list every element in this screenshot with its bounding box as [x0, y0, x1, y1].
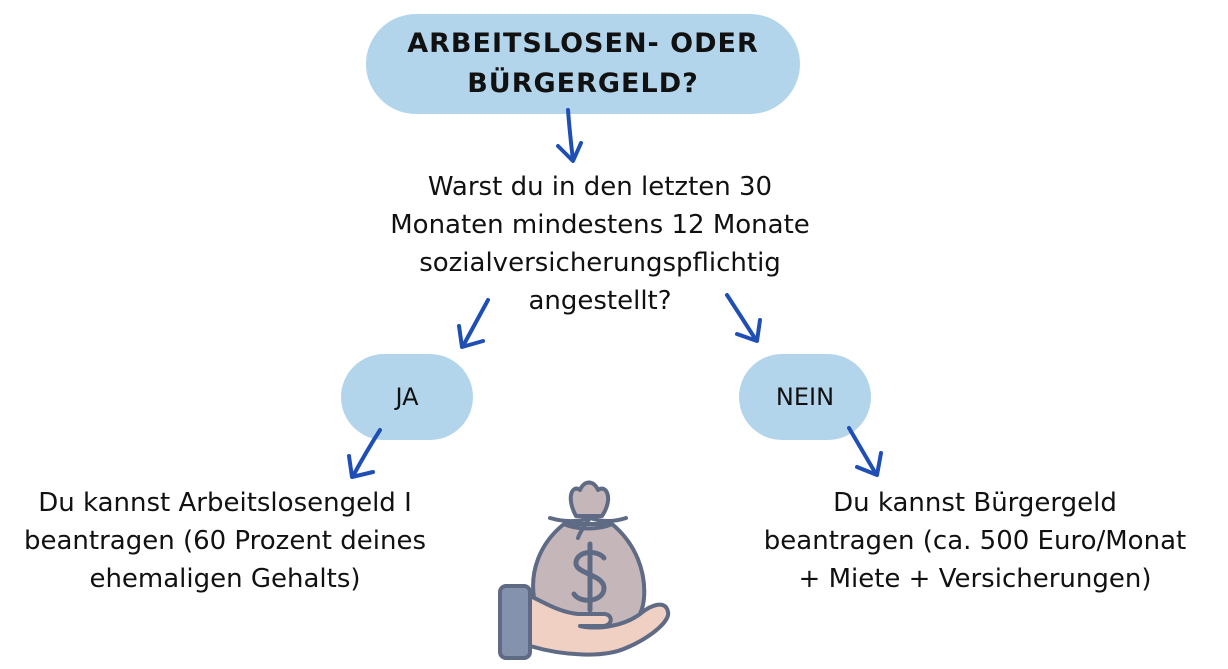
result-yes-text: Du kannst Arbeitslosengeld I beantragen …: [10, 484, 440, 598]
question-line-3: sozialversicherungspflichtig: [419, 248, 781, 278]
answer-yes-label: JA: [395, 383, 419, 411]
title-text: ARBEITSLOSEN- ODER BÜRGERGELD?: [407, 24, 759, 104]
result-no-line-3: + Miete + Versicherungen): [798, 564, 1152, 594]
result-no-line-2: beantragen (ca. 500 Euro/Monat: [763, 526, 1187, 556]
dollar-sign-icon: [571, 541, 607, 613]
result-yes-line-1: Du kannst Arbeitslosengeld I: [38, 488, 412, 518]
arrow-question-to-no-icon: [725, 293, 762, 343]
result-no-line-1: Du kannst Bürgergeld: [833, 488, 1117, 518]
answer-no-label: NEIN: [775, 383, 835, 411]
question-line-4: angestellt?: [528, 286, 672, 316]
result-yes-line-2: beantragen (60 Prozent deines: [23, 526, 427, 556]
sleeve-cuff: [498, 584, 532, 660]
title-line-1: ARBEITSLOSEN- ODER: [407, 28, 759, 59]
question-text: Warst du in den letzten 30 Monaten minde…: [360, 168, 840, 320]
question-line-1: Warst du in den letzten 30: [427, 172, 773, 202]
arrow-question-to-yes-icon: [457, 298, 490, 349]
result-yes-line-3: ehemaligen Gehalts): [89, 564, 361, 594]
title-line-2: BÜRGERGELD?: [467, 68, 699, 99]
question-line-2: Monaten mindestens 12 Monate: [390, 210, 810, 240]
arrow-yes-to-result-icon: [347, 428, 382, 479]
money-bag-neck: [562, 522, 614, 531]
money-bag-top: [568, 480, 611, 518]
arrow-title-to-question-icon: [556, 108, 583, 163]
money-bag-hand-icon: [498, 480, 671, 660]
result-no-text: Du kannst Bürgergeld beantragen (ca. 500…: [752, 484, 1198, 598]
title-pill: ARBEITSLOSEN- ODER BÜRGERGELD?: [366, 14, 800, 114]
answer-yes-pill: JA: [341, 354, 473, 440]
arrow-no-to-result-icon: [847, 426, 883, 477]
answer-no-pill: NEIN: [739, 354, 871, 440]
hand-shape: [528, 594, 671, 657]
money-bag-ribbon: [548, 516, 628, 540]
